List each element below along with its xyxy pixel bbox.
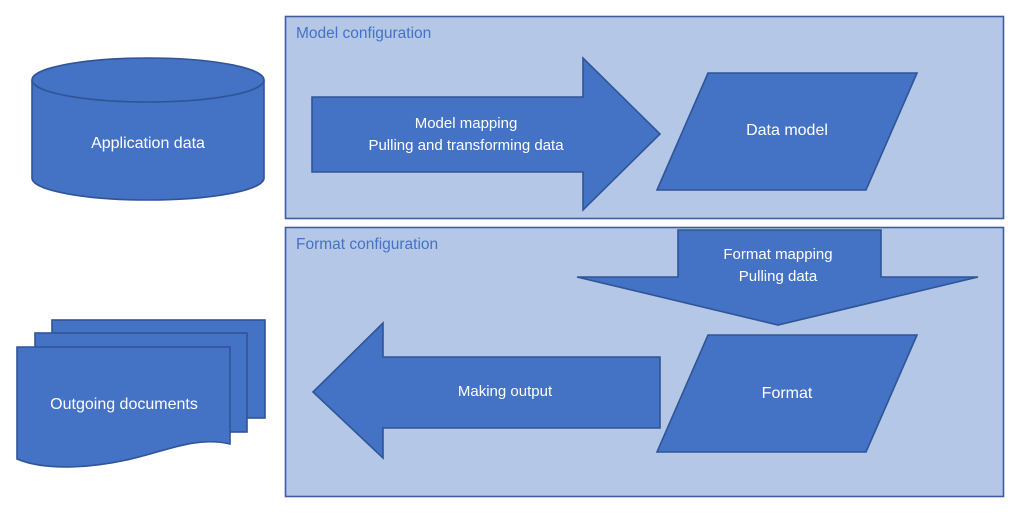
model-mapping-arrow-right bbox=[311, 56, 662, 212]
making-output-arrow-left bbox=[311, 321, 661, 460]
application-data-cylinder bbox=[31, 57, 265, 201]
cylinder-body bbox=[31, 80, 265, 201]
cylinder-top bbox=[31, 57, 265, 103]
outgoing-documents-stack bbox=[16, 319, 266, 468]
data-model-parallelogram bbox=[655, 72, 919, 191]
document-sheet-front bbox=[16, 346, 231, 468]
format-parallelogram bbox=[655, 334, 919, 453]
format-mapping-arrow-down bbox=[576, 229, 979, 326]
